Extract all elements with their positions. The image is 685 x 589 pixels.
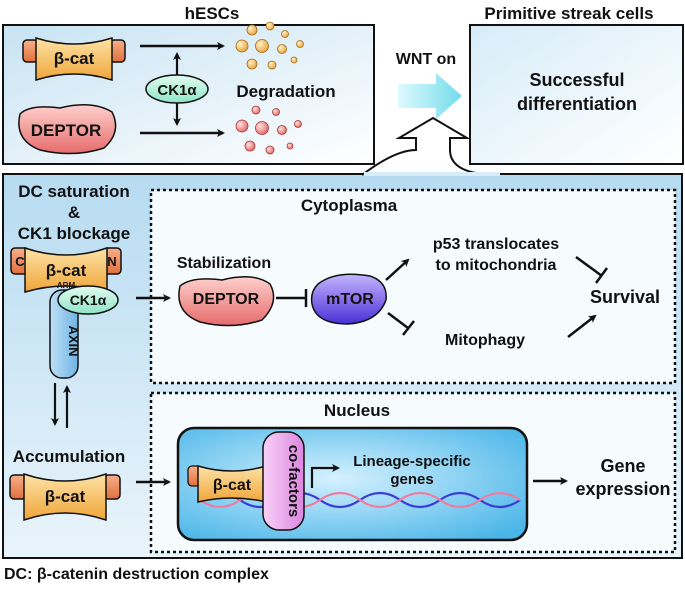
ck1a-protein-top (145, 74, 209, 104)
beta-cat-protein-top: β-cat (22, 36, 126, 82)
beta-cat-label-nucleus: β-cat (213, 477, 252, 494)
ck1a-label-top: CK1α (157, 82, 197, 99)
p53-line2: to mitochondria (436, 257, 557, 274)
beta-cat-protein-nucleus: β-cat (187, 464, 267, 503)
degradation-dots-orange (235, 21, 304, 70)
ck1a-protein-complex (57, 285, 119, 315)
deptor-protein-top (18, 104, 117, 155)
wnt-on-arrow (398, 73, 462, 119)
wnt-on-label: WNT on (396, 51, 456, 68)
arrow-mtor-p53 (385, 258, 410, 281)
expression-label: expression (575, 479, 670, 499)
arrow-mitophagy-survival (567, 314, 597, 338)
primitive-streak-panel (469, 24, 684, 165)
successful-label: Successful (529, 70, 624, 90)
degradation-label: Degradation (236, 82, 335, 101)
p53-line1: p53 translocates (433, 236, 559, 253)
lineage-line1: Lineage-specific (353, 453, 471, 470)
c-terminal-label: C (15, 254, 25, 269)
stabilization-label: Stabilization (177, 255, 271, 272)
deptor-label-cyto: DEPTOR (193, 291, 260, 308)
cytoplasma-title: Cytoplasma (301, 196, 398, 215)
ck1a-label-complex: CK1α (70, 292, 107, 308)
deptor-protein-cyto (178, 276, 275, 327)
mtor-label: mTOR (326, 291, 374, 308)
arm-label: ARM (57, 281, 76, 290)
dc-saturation-label: DC saturation (18, 182, 129, 201)
nucleus-title: Nucleus (324, 401, 390, 420)
deptor-label-top: DEPTOR (31, 121, 102, 140)
beta-cat-label-top: β-cat (54, 49, 95, 68)
n-terminal-label: N (107, 254, 116, 269)
gene-label: Gene (600, 456, 645, 476)
ck1-blockage-label: CK1 blockage (18, 224, 130, 243)
destruction-complex: AXIN C N β-cat ARM CK1α (10, 246, 122, 379)
primitive-streak-title: Primitive streak cells (484, 4, 653, 23)
ampersand-label: & (68, 203, 80, 222)
inhibit-mtor-mitophagy (387, 312, 409, 329)
footer-legend: DC: β-catenin destruction complex (4, 566, 269, 583)
cofactors-label: co-factors (285, 445, 302, 518)
mitophagy-label: Mitophagy (445, 332, 525, 349)
wnt-connector-arrow (361, 116, 501, 176)
transcription-start-arrow (310, 464, 340, 488)
mtor-protein (310, 273, 387, 325)
lineage-line2: genes (390, 471, 433, 488)
degradation-dots-red (235, 105, 302, 155)
inhibit-p53-survival (575, 255, 603, 278)
hescs-title: hESCs (185, 4, 240, 23)
beta-cat-protein-bottom: β-cat (9, 472, 121, 522)
beta-cat-label-bottom: β-cat (45, 487, 86, 506)
cofactors-protein (262, 431, 305, 531)
beta-cat-label-complex: β-cat (46, 261, 87, 280)
survival-label: Survival (590, 287, 660, 307)
accumulation-label: Accumulation (13, 447, 125, 466)
axin-label: AXIN (66, 325, 81, 356)
differentiation-label: differentiation (517, 94, 637, 114)
